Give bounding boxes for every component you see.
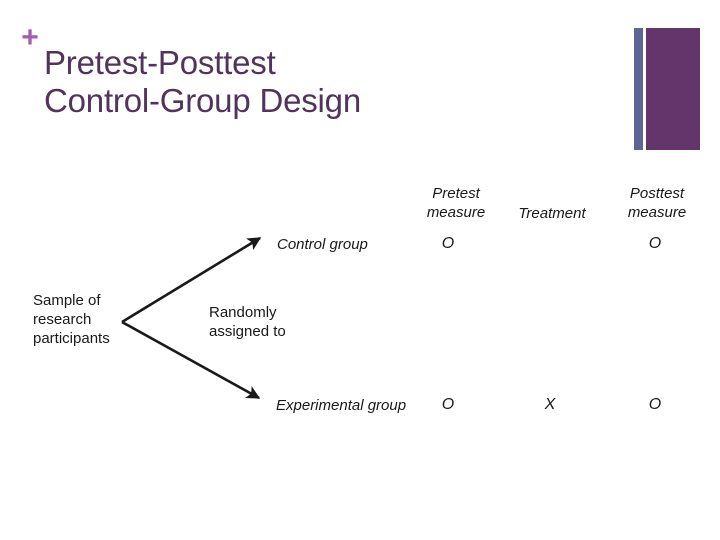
cell-experimental-pretest: O bbox=[441, 396, 455, 413]
assignment-label-line-1: Randomly bbox=[209, 304, 277, 321]
assignment-label-line-2: assigned to bbox=[209, 323, 286, 340]
purple-accent-block bbox=[646, 28, 700, 150]
column-header-posttest: Posttest measure bbox=[618, 184, 696, 222]
source-label-line-1: Sample of bbox=[33, 292, 101, 309]
blue-accent-bar bbox=[634, 28, 643, 150]
column-header-pretest: Pretest measure bbox=[418, 184, 494, 222]
plus-bullet-icon: + bbox=[21, 21, 39, 54]
cell-experimental-treatment: X bbox=[544, 396, 556, 413]
arrow-to-control-group bbox=[121, 236, 262, 324]
column-header-posttest-line-1: Posttest bbox=[629, 185, 685, 202]
source-label: Sample of research participants bbox=[33, 291, 143, 348]
column-header-posttest-line-2: measure bbox=[627, 204, 687, 221]
page-title-line-1: Pretest-Posttest bbox=[44, 44, 276, 81]
page-title: Pretest-Posttest Control-Group Design bbox=[44, 44, 604, 120]
cell-control-pretest: O bbox=[441, 235, 455, 252]
source-label-line-3: participants bbox=[33, 330, 110, 347]
row-label-control-group: Control group bbox=[277, 236, 368, 253]
page-title-line-2: Control-Group Design bbox=[44, 82, 361, 119]
column-header-pretest-line-1: Pretest bbox=[432, 185, 480, 202]
row-label-experimental-group: Experimental group bbox=[276, 397, 407, 414]
cell-control-posttest: O bbox=[648, 235, 662, 252]
column-header-treatment-line-1: Treatment bbox=[518, 205, 586, 222]
column-header-treatment: Treatment bbox=[510, 204, 594, 223]
arrow-to-experimental-group bbox=[121, 320, 261, 400]
assignment-label: Randomly assigned to bbox=[209, 303, 319, 341]
source-label-line-2: research bbox=[33, 311, 92, 328]
column-header-pretest-line-2: measure bbox=[426, 204, 486, 221]
cell-experimental-posttest: O bbox=[648, 396, 662, 413]
